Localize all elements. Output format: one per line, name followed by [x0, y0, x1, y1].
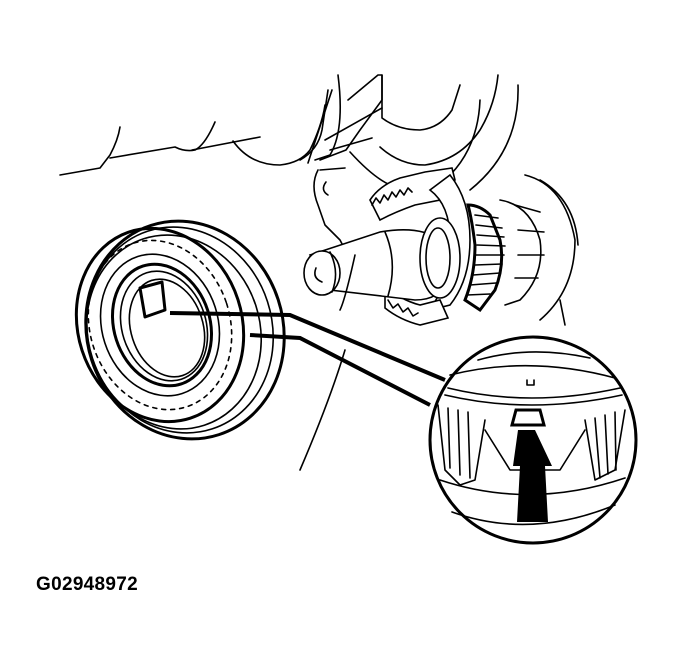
alignment-arrow — [513, 430, 552, 522]
detail-callout-circle — [428, 335, 638, 545]
mainshaft — [303, 217, 461, 301]
housing-lower-lines — [299, 254, 356, 471]
callout-leader — [169, 311, 446, 407]
figure-id-label: G02948972 — [36, 574, 139, 595]
synchronizer-sleeve — [74, 219, 286, 441]
